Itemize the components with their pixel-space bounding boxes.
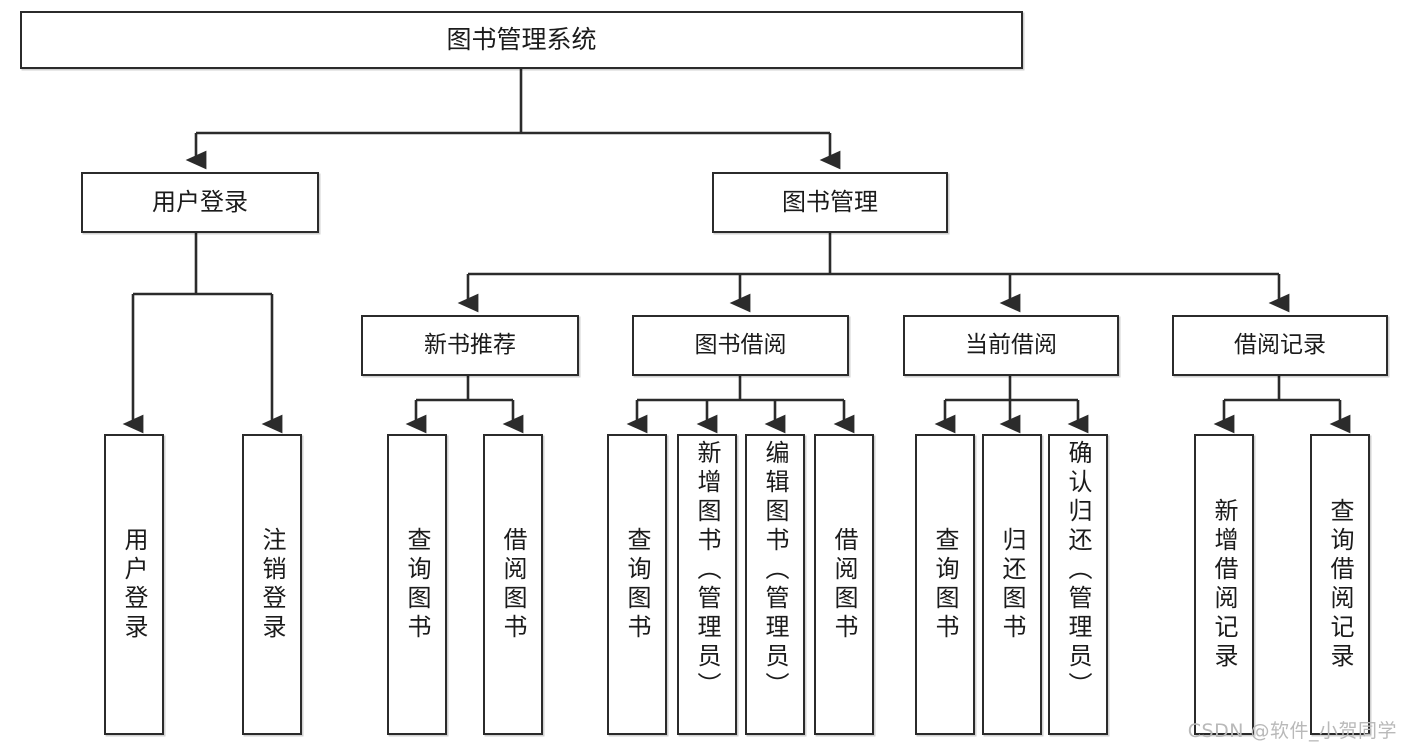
node-leaf-add-book-label: 新增图书（管理员）: [693, 440, 721, 701]
node-leaf-confirm-return-label: 确认归还（管理员）: [1064, 440, 1092, 701]
node-leaf-user-login-label: 用户登录: [120, 526, 148, 643]
node-leaf-query-record-label: 查询借阅记录: [1326, 497, 1354, 672]
node-root-system[interactable]: 图书管理系统: [20, 11, 1023, 69]
node-leaf-borrow-book-1-label: 借阅图书: [499, 526, 527, 643]
node-book-borrow[interactable]: 图书借阅: [632, 315, 849, 376]
node-book-management-label: 图书管理: [782, 188, 878, 217]
node-leaf-query-book-2-label: 查询图书: [623, 526, 651, 643]
node-leaf-query-book-1[interactable]: 查询图书: [387, 434, 447, 735]
node-root-system-label: 图书管理系统: [446, 25, 597, 55]
node-borrow-record-label: 借阅记录: [1234, 331, 1326, 358]
node-leaf-user-logout[interactable]: 注销登录: [242, 434, 302, 735]
node-leaf-confirm-return[interactable]: 确认归还（管理员）: [1048, 434, 1108, 735]
node-leaf-borrow-book-2-label: 借阅图书: [830, 526, 858, 643]
node-leaf-query-book-2[interactable]: 查询图书: [607, 434, 667, 735]
node-leaf-query-record[interactable]: 查询借阅记录: [1310, 434, 1370, 735]
node-user-login-label: 用户登录: [152, 188, 248, 217]
node-leaf-edit-book-label: 编辑图书（管理员）: [761, 440, 789, 701]
node-current-borrow[interactable]: 当前借阅: [903, 315, 1119, 376]
node-leaf-user-login[interactable]: 用户登录: [104, 434, 164, 735]
node-leaf-add-record[interactable]: 新增借阅记录: [1194, 434, 1254, 735]
node-leaf-user-logout-label: 注销登录: [258, 526, 286, 643]
node-leaf-add-record-label: 新增借阅记录: [1210, 497, 1238, 672]
node-leaf-query-book-3[interactable]: 查询图书: [915, 434, 975, 735]
node-leaf-query-book-3-label: 查询图书: [931, 526, 959, 643]
node-leaf-return-book[interactable]: 归还图书: [982, 434, 1042, 735]
node-current-borrow-label: 当前借阅: [965, 331, 1057, 358]
node-new-book-recommend[interactable]: 新书推荐: [361, 315, 579, 376]
node-leaf-query-book-1-label: 查询图书: [403, 526, 431, 643]
node-leaf-borrow-book-2[interactable]: 借阅图书: [814, 434, 874, 735]
node-borrow-record[interactable]: 借阅记录: [1172, 315, 1388, 376]
node-leaf-edit-book[interactable]: 编辑图书（管理员）: [745, 434, 805, 735]
node-leaf-add-book[interactable]: 新增图书（管理员）: [677, 434, 737, 735]
node-leaf-borrow-book-1[interactable]: 借阅图书: [483, 434, 543, 735]
node-new-book-recommend-label: 新书推荐: [424, 331, 516, 358]
node-book-borrow-label: 图书借阅: [694, 331, 787, 358]
node-user-login[interactable]: 用户登录: [81, 172, 319, 233]
node-leaf-return-book-label: 归还图书: [998, 526, 1026, 643]
node-book-management[interactable]: 图书管理: [712, 172, 948, 233]
watermark-text: CSDN @软件_小贺同学: [1187, 720, 1397, 742]
